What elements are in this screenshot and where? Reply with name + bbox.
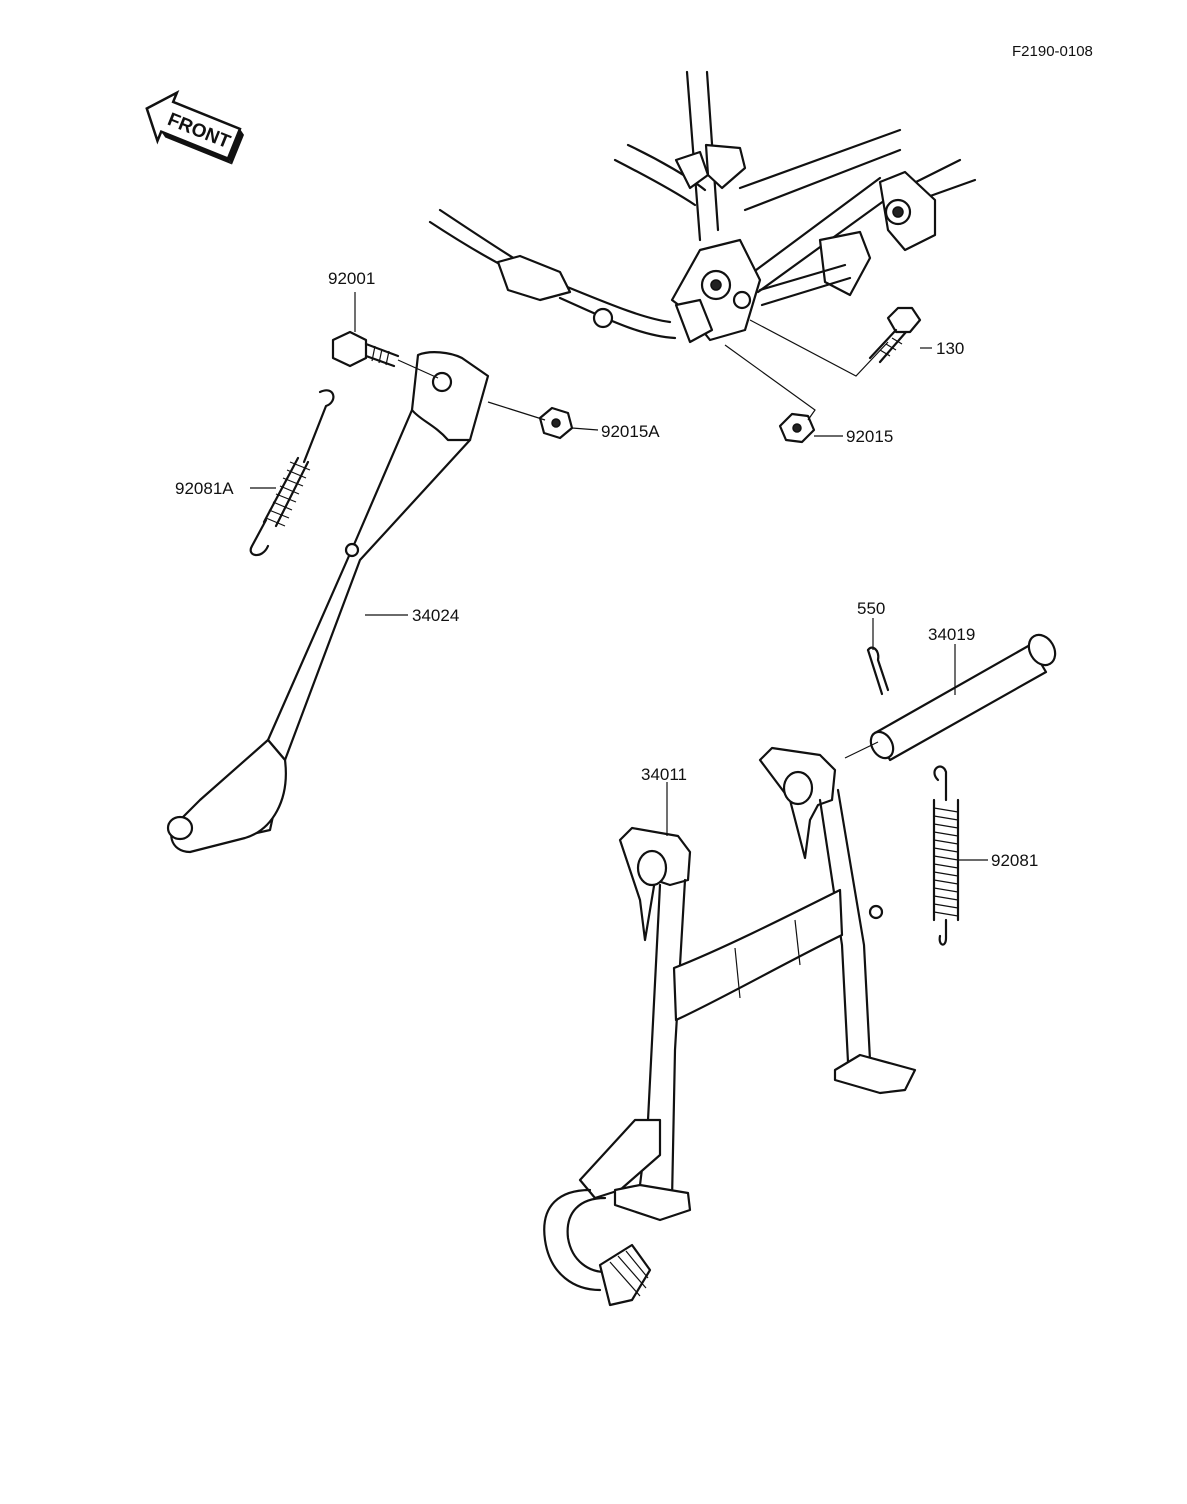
shaft-34019 xyxy=(869,633,1057,762)
drawing-code: F2190-0108 xyxy=(1012,43,1093,60)
spring-92081 xyxy=(932,765,960,946)
label-34011: 34011 xyxy=(641,765,687,784)
label-92081A: 92081A xyxy=(175,479,234,498)
side-stand-34024 xyxy=(166,351,490,854)
motorcycle-frame xyxy=(428,70,977,344)
bolt-92001 xyxy=(331,330,400,368)
label-92015A: 92015A xyxy=(601,422,660,441)
center-stand-34011 xyxy=(543,746,917,1307)
spring-92081A xyxy=(249,389,335,557)
label-34019: 34019 xyxy=(928,625,975,644)
bolt-130 xyxy=(868,306,922,364)
front-arrow-icon: FRONT xyxy=(145,89,245,165)
label-92001: 92001 xyxy=(328,269,375,288)
nut-92015A xyxy=(538,406,574,440)
label-92081: 92081 xyxy=(991,851,1038,870)
nut-92015 xyxy=(778,412,816,444)
label-34024: 34024 xyxy=(412,606,459,625)
cotter-pin-550 xyxy=(866,646,890,696)
label-130: 130 xyxy=(936,339,964,358)
leader-lines xyxy=(250,292,988,861)
label-92015: 92015 xyxy=(846,427,893,446)
label-550: 550 xyxy=(857,599,885,618)
